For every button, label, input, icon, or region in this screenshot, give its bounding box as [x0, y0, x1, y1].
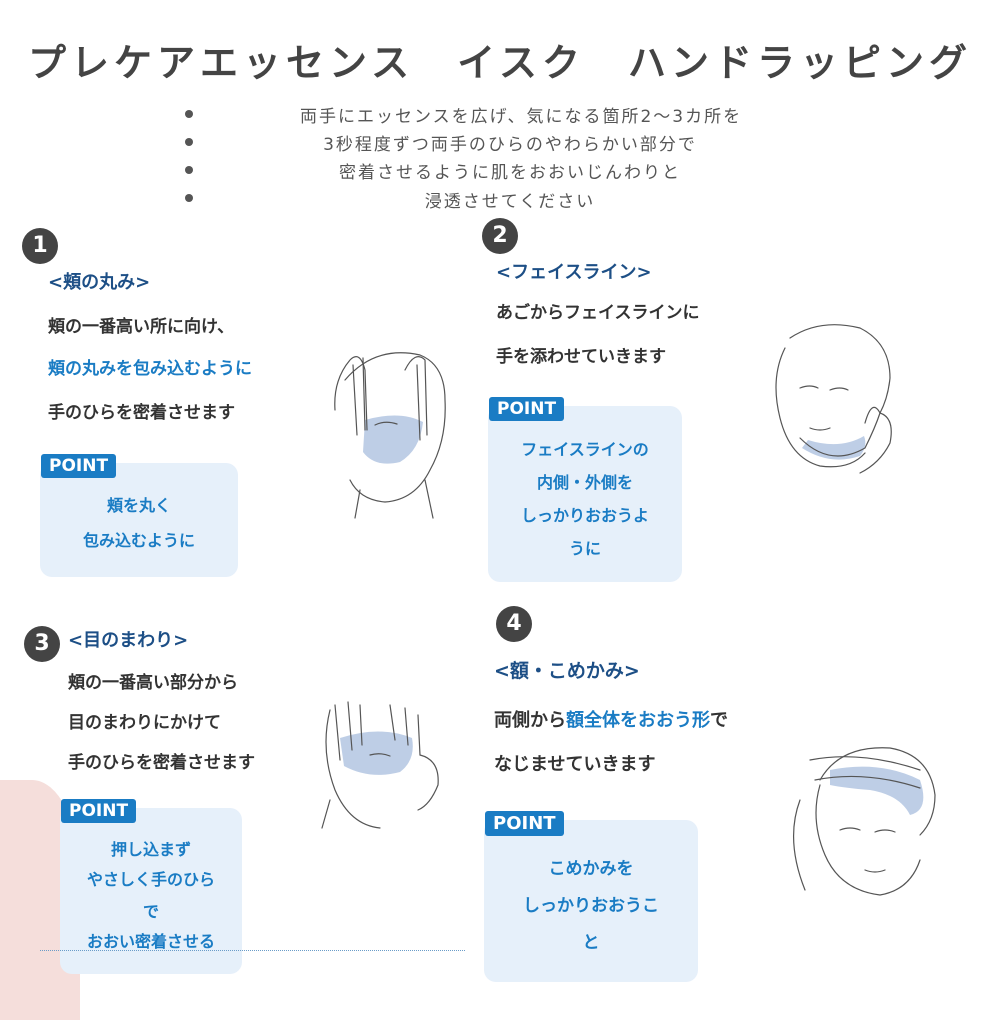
step-1-point-label: POINT — [41, 454, 117, 478]
step-1-line: 頬の一番高い所に向け、 — [48, 317, 235, 337]
step-3-point-text: 押し込まず — [110, 840, 191, 859]
step-4-point-text: こめかみを — [548, 859, 634, 879]
bullet-dot — [185, 166, 193, 174]
step-3-line: 手のひらを密着させます — [68, 753, 255, 773]
face-hands-forehead-illustration — [793, 747, 936, 896]
step-1-number: 1 — [22, 228, 58, 264]
bullet-dot — [185, 194, 193, 202]
step-4-line-highlight: 額全体をおおう形 — [566, 710, 710, 731]
step-4-line: なじませていきます — [494, 754, 656, 775]
step-1-point-box — [40, 463, 238, 577]
step-1-heading: <頬の丸み> — [48, 272, 151, 293]
intro-line: 浸透させてください — [424, 192, 596, 212]
intro-line: 密着させるように肌をおおいじんわりと — [339, 163, 681, 183]
step-2-heading: <フェイスライン> — [496, 262, 652, 283]
step-3-point-text: やさしく手のひら — [86, 870, 215, 889]
step-2-number: 2 — [482, 218, 518, 254]
divider-dotted-line — [40, 950, 465, 951]
step-2-point-text: しっかりおおうよ — [520, 506, 649, 525]
step-4-point-box — [484, 820, 698, 982]
step-4-point-text: しっかりおおうこ — [523, 896, 659, 916]
step-3-heading: <目のまわり> — [68, 630, 189, 651]
face-hands-eyes-illustration — [321, 701, 439, 829]
step-3-number: 3 — [24, 626, 60, 662]
step-3-point-text: おおい密着させる — [86, 932, 215, 951]
step-1-point-text: 頬を丸く — [106, 496, 171, 515]
bullet-dot — [185, 110, 193, 118]
step-4-line-part: で — [710, 710, 728, 731]
step-4-point-label: POINT — [485, 811, 564, 836]
step-4-line-part: 両側から — [494, 710, 566, 731]
step-4-point-text: と — [582, 933, 600, 953]
bullet-dot — [185, 138, 193, 146]
intro-line: 3秒程度ずつ両手のひらのやわらかい部分で — [323, 135, 697, 155]
step-3-point-label: POINT — [61, 799, 137, 823]
step-2-point-box — [488, 406, 682, 582]
step-4-heading: <額・こめかみ> — [494, 660, 640, 682]
step-3-line: 目のまわりにかけて — [68, 713, 221, 733]
page-title: プレケアエッセンス イスク ハンドラッピング — [27, 41, 973, 85]
intro-line: 両手にエッセンスを広げ、気になる箇所2〜3カ所を — [300, 107, 743, 127]
step-3-point-text: で — [142, 902, 159, 921]
step-4-line: 両側から額全体をおおう形で — [494, 706, 728, 732]
step-2-line: あごからフェイスラインに — [496, 303, 700, 323]
step-1-point-text: 包み込むように — [82, 531, 195, 550]
step-3-point-box — [60, 808, 242, 974]
step-1-line: 手のひらを密着させます — [48, 403, 235, 423]
step-2-point-text: フェイスラインの — [521, 440, 649, 459]
face-hands-cheek-illustration — [334, 352, 446, 519]
step-4-number: 4 — [496, 606, 532, 642]
step-1-line-highlight: 頬の丸みを包み込むように — [48, 359, 252, 379]
step-2-line: 手を添わせていきます — [496, 347, 666, 367]
step-2-point-text: 内側・外側を — [536, 473, 633, 492]
step-2-point-label: POINT — [489, 397, 565, 421]
step-2-point-text: うに — [568, 539, 601, 558]
face-hands-jawline-illustration — [775, 324, 892, 474]
step-3-line: 頬の一番高い部分から — [68, 673, 238, 693]
